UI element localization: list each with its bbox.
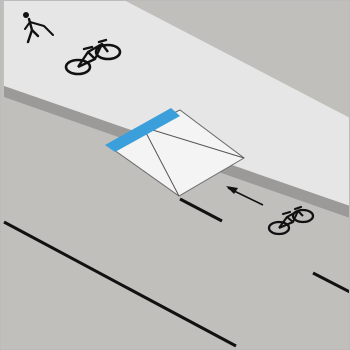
pedestrian-icon (23, 12, 54, 44)
lane-dash (312, 271, 350, 294)
arrow-left-icon (226, 186, 264, 206)
ramp-fold-line (142, 126, 245, 159)
bicycle-icon (267, 205, 315, 236)
ramp-fold-line (142, 126, 180, 197)
lane-dash (179, 197, 223, 223)
crossing-stripe (105, 108, 180, 152)
road-edge-line (3, 220, 237, 348)
bicycle-icon (64, 38, 122, 76)
